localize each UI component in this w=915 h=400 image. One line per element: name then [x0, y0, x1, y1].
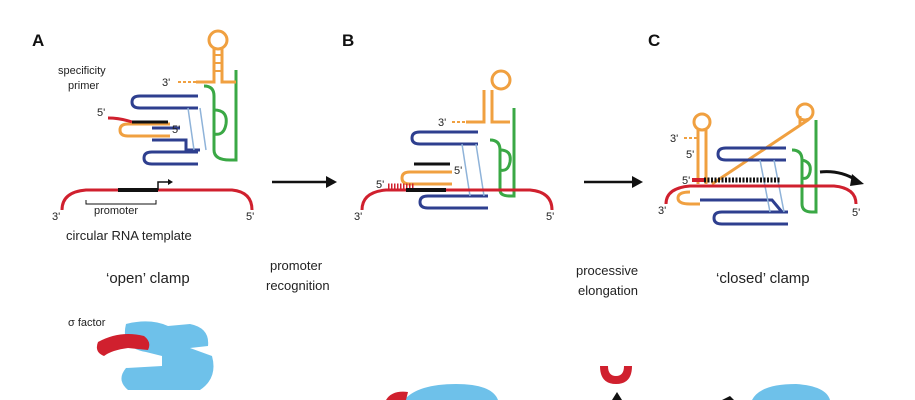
processive-elongation-label: processive — [576, 263, 638, 278]
five-prime-label: 5' — [546, 211, 554, 223]
polymerase-blob-b — [404, 384, 498, 400]
orange-loop — [207, 29, 229, 51]
sigma-factor-shape-b — [386, 391, 408, 400]
panel-c: C 3' 5' 5' 3' 5' ‘closed’ clamp — [600, 31, 864, 400]
three-prime-label: 3' — [162, 77, 170, 89]
direction-arrow-icon — [819, 170, 857, 182]
blue-hairpin-bottom-b — [418, 194, 488, 210]
arrow-processive-elongation: processive elongation — [576, 176, 643, 298]
five-prime-label: 5' — [682, 175, 690, 187]
five-prime-label: 5' — [172, 124, 180, 136]
panel-a-label: A — [32, 31, 44, 50]
promoter-label: promoter — [94, 205, 138, 217]
blue-hairpin-mid — [152, 126, 200, 152]
green-loop-b — [499, 148, 512, 172]
circular-rna-template-label: circular RNA template — [66, 228, 192, 243]
arrowhead-icon — [168, 179, 173, 185]
three-prime-label: 3' — [670, 133, 678, 145]
open-clamp-label: ‘open’ clamp — [106, 270, 190, 287]
panel-a: A specificity primer 3' 5' 5' promo — [32, 29, 254, 390]
release-arrow-icon — [612, 392, 622, 400]
three-prime-label: 3' — [52, 211, 60, 223]
promoter-bracket — [85, 200, 157, 205]
red-template-c — [664, 184, 858, 205]
orange-primer-b — [400, 170, 452, 186]
arrow-promoter-recognition: promoter recognition — [266, 176, 337, 293]
direction-arrowhead-icon — [850, 174, 864, 186]
sigma-factor-shape — [96, 334, 150, 356]
sigma-factor-label: σ factor — [68, 317, 106, 329]
blue-hairpin-top — [130, 94, 198, 110]
blue-strand-c — [700, 198, 784, 213]
panel-c-label: C — [648, 31, 660, 50]
orange-loop-b — [490, 69, 512, 91]
orange-primer-c — [676, 190, 700, 206]
arrow-head-icon — [326, 176, 337, 188]
three-prime-label: 3' — [354, 211, 362, 223]
green-loop — [213, 108, 228, 136]
blue-hairpin-top-c — [716, 146, 786, 162]
small-arrow-icon — [722, 396, 734, 400]
blue-hairpin-top-b — [410, 130, 478, 146]
green-stem-c — [791, 120, 818, 214]
polymerase-blob — [121, 321, 214, 390]
sigma-factor-released — [600, 366, 632, 384]
panel-b: B 3' 5' 5' 3' 5' — [342, 31, 554, 400]
promoter-arrow-icon — [157, 181, 168, 190]
blue-hairpin-bottom-c — [712, 210, 788, 226]
five-prime-label: 5' — [454, 165, 462, 177]
orange-loop-c — [795, 102, 815, 122]
arrow-head-icon — [632, 176, 643, 188]
five-prime-label: 5' — [376, 179, 384, 191]
five-prime-label: 5' — [852, 207, 860, 219]
red-template — [60, 188, 254, 211]
panel-b-label: B — [342, 31, 354, 50]
polymerase-blob-c — [752, 384, 830, 400]
light-blue-connector — [187, 107, 207, 151]
green-stem — [203, 70, 238, 162]
closed-clamp-label: ‘closed’ clamp — [716, 270, 810, 287]
processive-elongation-label-2: elongation — [578, 283, 638, 298]
orange-hairpin-b — [466, 90, 510, 124]
orange-left-hairpin-c — [696, 130, 708, 184]
red-primer — [107, 116, 133, 124]
three-prime-label: 3' — [658, 205, 666, 217]
light-blue-connector-b — [461, 143, 485, 197]
five-prime-label: 5' — [686, 149, 694, 161]
red-template-b — [360, 188, 554, 211]
five-prime-label: 5' — [246, 211, 254, 223]
specificity-primer-label: specificity — [58, 65, 106, 77]
orange-primer — [118, 122, 170, 138]
three-prime-label: 3' — [438, 117, 446, 129]
green-loop-c — [801, 158, 812, 180]
promoter-recognition-label-2: recognition — [266, 278, 330, 293]
specificity-primer-label-2: primer — [68, 80, 100, 92]
promoter-recognition-label: promoter — [270, 258, 323, 273]
orange-left-loop-c — [692, 112, 712, 132]
blue-hairpin-bottom — [142, 150, 198, 166]
five-prime-label: 5' — [97, 107, 105, 119]
orange-hairpin — [196, 48, 236, 84]
